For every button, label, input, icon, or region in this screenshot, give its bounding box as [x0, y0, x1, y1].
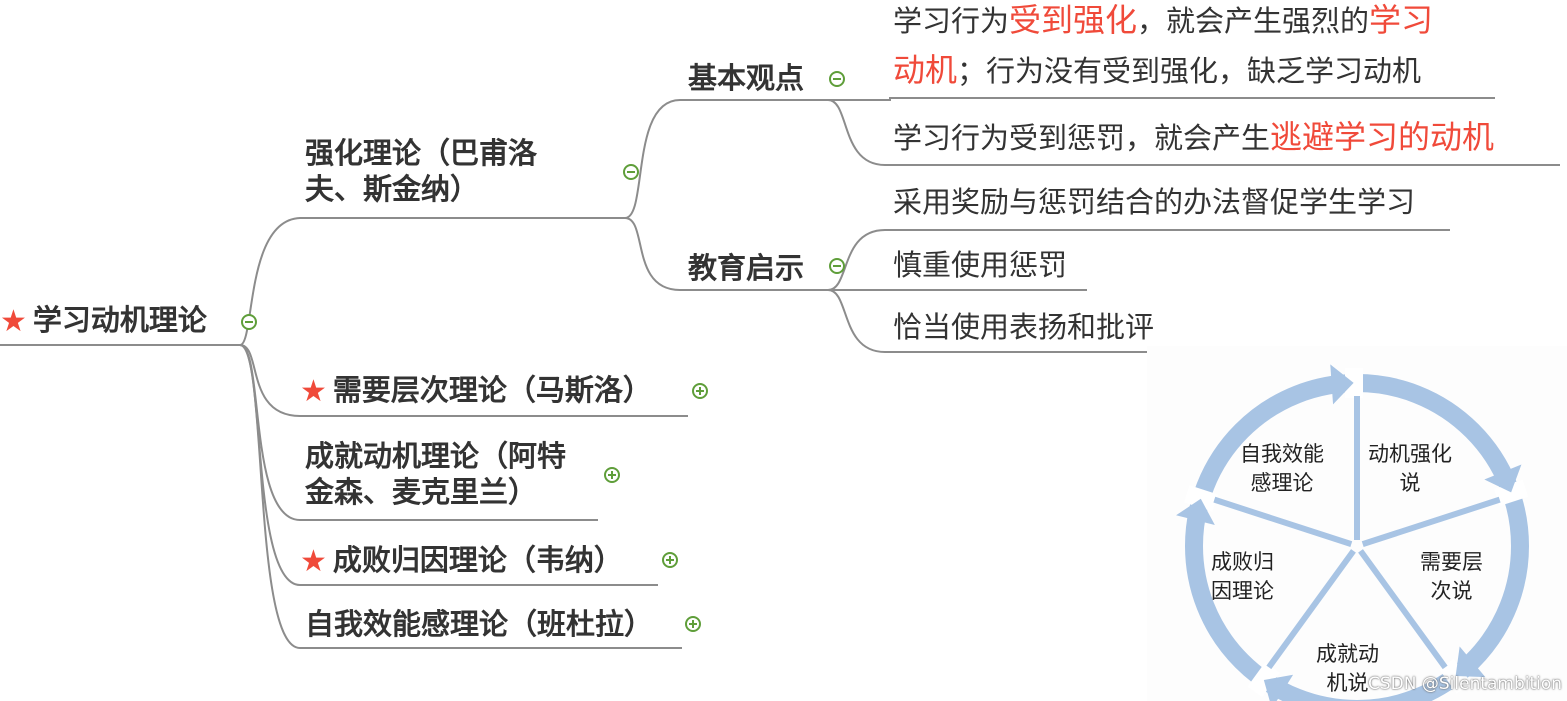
achievement-label-line1: 成就动机理论（阿特: [305, 439, 567, 473]
collapse-toggle-reinforcement[interactable]: [623, 164, 639, 180]
basic-view-leaf-2: 学习行为受到惩罚，就会产生逃避学习的动机: [893, 118, 1495, 156]
reinforcement-theory-node[interactable]: 强化理论（巴甫洛 夫、斯金纳）: [305, 135, 537, 208]
education-leaf-1: 采用奖励与惩罚结合的办法督促学生学习: [893, 185, 1416, 219]
watermark: CSDN @Silentambition: [1368, 674, 1563, 694]
wheel-segment-needs: 需要层次说: [1420, 550, 1483, 603]
wheel-segment-self-efficacy: 自我效能感理论: [1240, 442, 1324, 495]
collapse-toggle-root[interactable]: [241, 314, 257, 330]
education-node[interactable]: 教育启示: [688, 251, 805, 285]
wheel-segment-reinforcement: 动机强化说: [1368, 442, 1452, 495]
wheel-segment-achievement: 成就动机说: [1316, 642, 1379, 695]
reinforcement-label-line1: 强化理论（巴甫洛: [305, 136, 538, 170]
needs-theory-node[interactable]: ★需要层次理论（马斯洛）: [300, 373, 652, 409]
collapse-toggle-education[interactable]: [829, 258, 845, 274]
basic-view-node[interactable]: 基本观点: [688, 61, 805, 95]
root-node[interactable]: ★学习动机理论: [0, 302, 207, 341]
basic-view-leaf-1-line1: 学习行为受到强化，就会产生强烈的学习: [893, 1, 1434, 39]
achievement-theory-node[interactable]: 成就动机理论（阿特 金森、麦克里兰）: [305, 438, 566, 511]
root-label: 学习动机理论: [32, 303, 207, 337]
attribution-theory-node[interactable]: ★成败归因理论（韦纳）: [300, 543, 623, 579]
star-icon: ★: [0, 304, 27, 339]
motivation-wheel-diagram: [1147, 346, 1567, 701]
expand-toggle-attribution[interactable]: [662, 552, 678, 568]
expand-toggle-achievement[interactable]: [604, 467, 620, 483]
wheel-segment-attribution: 成败归因理论: [1211, 550, 1274, 603]
reinforcement-label-line2: 夫、斯金纳）: [305, 172, 480, 207]
expand-toggle-efficacy[interactable]: [685, 616, 701, 632]
expand-toggle-needs[interactable]: [692, 383, 708, 399]
basic-view-leaf-1-line2: 动机；行为没有受到强化，缺乏学习动机: [893, 51, 1422, 89]
achievement-label-line2: 金森、麦克里兰）: [305, 475, 538, 510]
self-efficacy-theory-node[interactable]: 自我效能感理论（班杜拉）: [305, 607, 654, 641]
education-leaf-3: 恰当使用表扬和批评: [893, 310, 1155, 344]
collapse-toggle-basic-view[interactable]: [829, 71, 845, 87]
star-icon: ★: [300, 544, 327, 579]
education-leaf-2: 慎重使用惩罚: [893, 248, 1068, 282]
star-icon: ★: [300, 374, 327, 409]
